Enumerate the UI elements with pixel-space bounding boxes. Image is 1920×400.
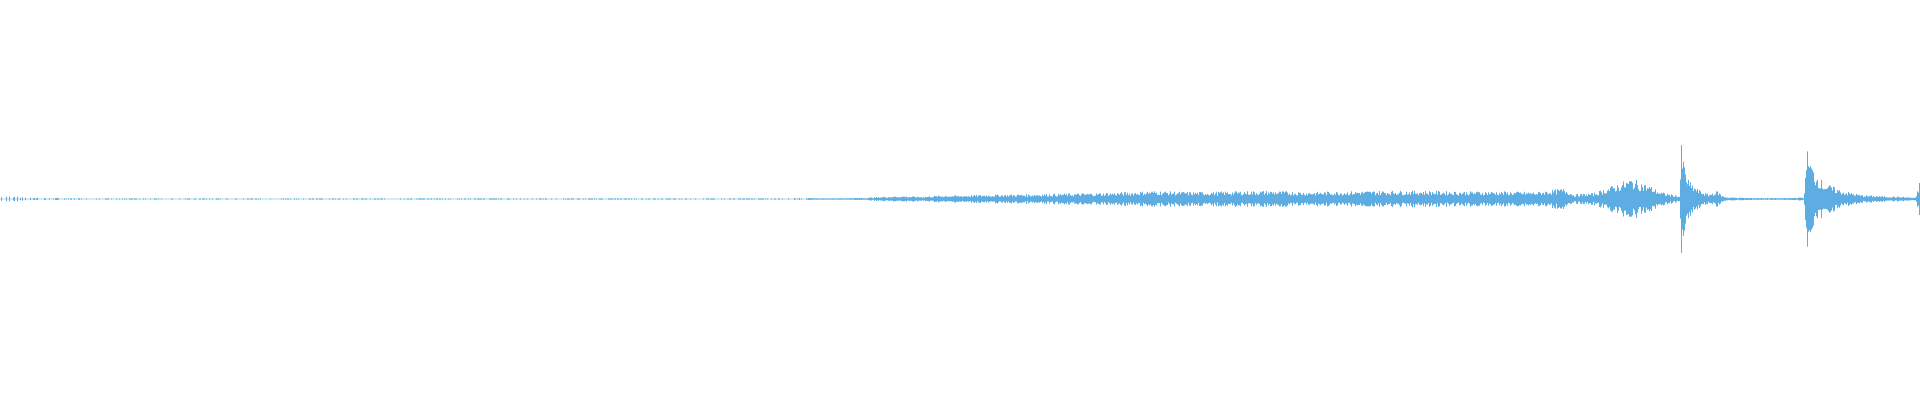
waveform-series: [0, 145, 1920, 253]
